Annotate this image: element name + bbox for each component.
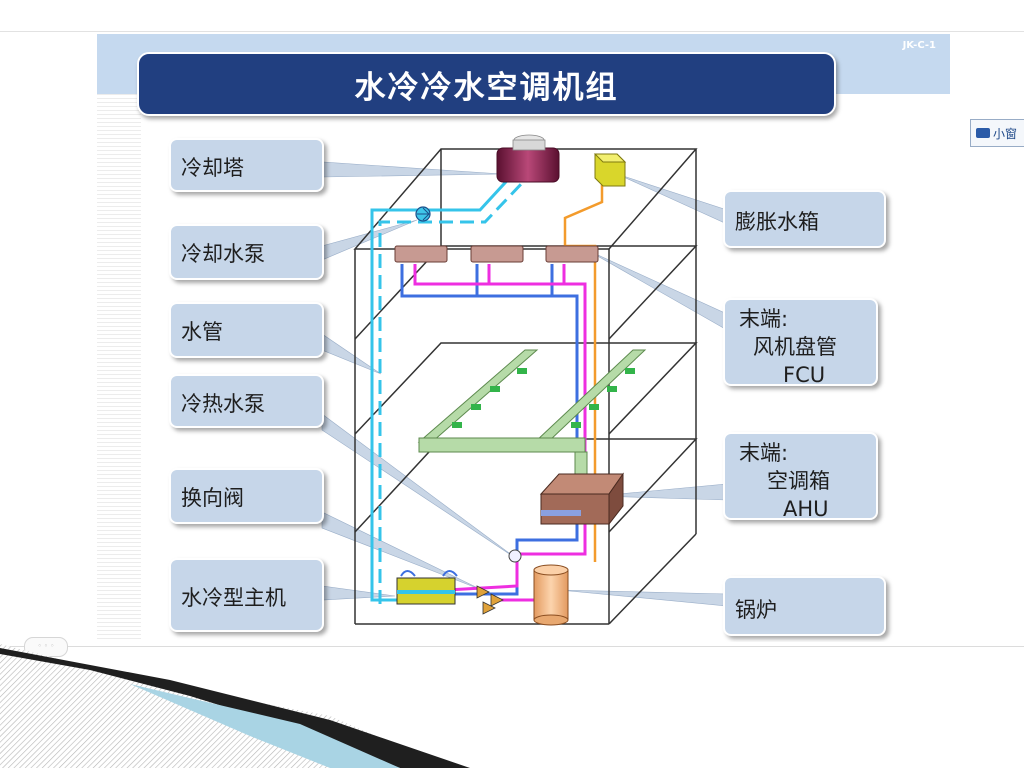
chiller-unit [396,570,458,605]
label-text: 空调箱 [767,469,830,493]
label-expansion-tank: 膨胀水箱 [723,190,886,248]
label-text: 冷却水泵 [181,242,265,266]
page-title: 水冷冷水空调机组 [137,52,836,116]
cooling-pump-icon [415,206,431,222]
label-ahu: 末端: 空调箱 AHU [723,432,878,521]
hot-cold-pump-icon [508,549,522,563]
label-text: 膨胀水箱 [735,210,819,234]
label-text: 水冷型主机 [181,586,286,610]
label-text: 水管 [181,320,223,344]
label-text: 风机盘管 [753,335,837,359]
video-camera-icon [976,128,990,138]
duct-outlets [452,368,635,428]
label-text: 换向阀 [181,486,244,510]
mini-window-label: 小窗 [993,126,1018,141]
left-stripes [97,94,141,642]
label-chiller: 水冷型主机 [169,558,324,632]
label-water-pipe: 水管 [169,302,324,358]
expansion-tank-icon [593,153,627,187]
label-hot-cold-pump: 冷热水泵 [169,374,324,428]
label-text: 冷却塔 [181,156,244,180]
label-boiler: 锅炉 [723,576,886,636]
bottom-border [0,646,1024,647]
bottom-decoration [0,644,470,768]
air-ducts [417,349,647,483]
label-text: FCU [783,363,826,387]
label-text: 锅炉 [735,598,777,622]
label-reversing-valve: 换向阀 [169,468,324,524]
ahu-unit [539,472,624,526]
label-cooling-tower: 冷却塔 [169,138,324,192]
cooling-water-pipes [370,170,527,604]
label-text: 末端: [739,441,789,465]
label-fcu: 末端: 风机盘管 FCU [723,298,878,387]
system-diagram [321,134,728,626]
slide-code: JK-C-1 [902,40,936,51]
label-cooling-pump: 冷却水泵 [169,224,324,280]
label-text: 末端: [739,307,789,331]
reversing-valves [476,585,504,615]
slide: JK-C-1 [97,34,950,642]
mini-window-button[interactable]: 小窗 [970,119,1024,147]
label-text: 冷热水泵 [181,392,265,416]
boiler-unit [533,564,569,626]
cooling-tower-icon [496,134,560,183]
label-text: AHU [783,497,829,521]
fcu-units [394,245,599,263]
expansion-pipe [563,174,604,562]
top-border [0,31,1024,32]
